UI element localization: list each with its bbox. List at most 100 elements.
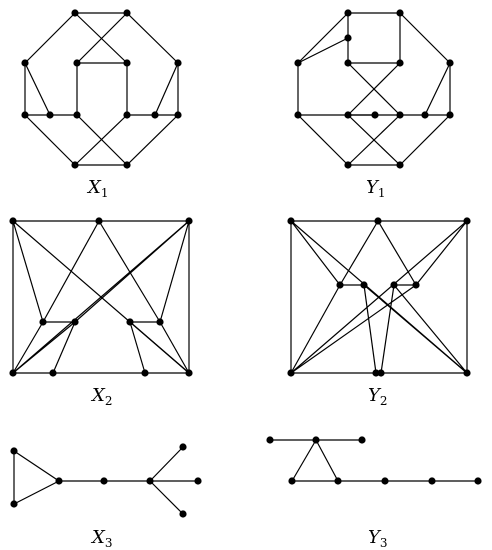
vertex-y2-6 [360,281,368,289]
vertex-x1-6 [21,111,29,119]
vertex-y2-5 [336,281,344,289]
vertex-x1-10 [73,111,81,119]
vertex-y2-8 [412,281,420,289]
edge-x1-14 [74,114,128,166]
vertex-x1-5 [71,161,79,169]
edge-y2-17 [393,284,468,374]
edge-x1-12 [76,12,128,64]
edge-x2-14 [129,321,146,374]
label-y3: Y3 [368,527,388,550]
edge-y3-3 [315,439,339,482]
edge-x3-2 [13,480,60,505]
vertex-y1-11 [344,111,352,119]
edge-y2-13 [380,284,395,374]
vertex-y3-5 [381,477,389,485]
vertex-x1-2 [174,59,182,67]
vertex-x2-8 [156,318,164,326]
vertex-y1-4 [396,161,404,169]
vertex-x3-6 [194,477,202,485]
edge-x1-15 [24,62,51,116]
edge-x1-11 [74,12,128,64]
vertex-x1-0 [71,9,79,17]
vertex-y3-1 [312,436,320,444]
edge-y1-5 [297,12,349,64]
edge-y2-12 [363,284,377,374]
vertex-y1-2 [446,59,454,67]
vertex-y2-9 [372,369,380,377]
graph-y1 [294,9,454,169]
vertex-y3-4 [334,477,342,485]
edge-y2-4 [339,220,379,286]
label-y2: Y2 [368,385,388,408]
vertex-y1-1 [396,9,404,17]
vertex-x3-5 [179,443,187,451]
edge-y2-16 [290,284,417,374]
edge-x2-6 [12,220,44,323]
vertex-x1-1 [123,9,131,17]
vertex-x3-1 [10,500,18,508]
edge-y2-15 [363,284,468,374]
edge-y3-2 [291,439,317,482]
vertex-x1-12 [46,111,54,119]
vertex-y2-4 [374,217,382,225]
vertex-x1-7 [21,59,29,67]
edge-y1-12 [399,12,451,64]
vertex-x2-6 [71,318,79,326]
graph-x1 [21,9,182,169]
label-x2: X2 [90,385,112,408]
vertex-x3-2 [55,477,63,485]
edge-x2-10 [159,220,190,323]
edge-y1-14 [347,62,401,116]
vertex-x2-7 [126,318,134,326]
edge-x2-7 [42,220,100,323]
vertex-x3-3 [100,477,108,485]
vertex-x3-4 [146,477,154,485]
vertex-y1-0 [344,9,352,17]
vertex-y2-1 [463,217,471,225]
edge-y2-7 [415,220,468,286]
vertex-y2-2 [287,369,295,377]
edge-x2-13 [52,321,76,374]
vertex-y1-13 [371,111,379,119]
label-y1: Y1 [366,177,386,200]
graph-y2 [287,217,471,377]
vertex-y3-2 [358,436,366,444]
edge-y2-5 [377,220,417,286]
edge-x3-5 [149,446,184,482]
edge-y1-8 [297,114,349,166]
edge-y1-10 [399,114,451,166]
vertex-x1-3 [174,111,182,119]
vertex-y2-7 [390,281,398,289]
edge-y2-6 [290,220,341,286]
vertex-x1-4 [123,161,131,169]
edge-x2-9 [74,220,190,323]
vertex-x1-13 [151,111,159,119]
vertex-y1-10 [396,59,404,67]
edge-x1-1 [126,12,179,64]
vertex-y2-10 [377,369,385,377]
vertex-y3-0 [266,436,274,444]
vertex-x2-1 [185,217,193,225]
vertex-y1-5 [344,161,352,169]
label-x1: X1 [86,177,108,200]
edge-x1-17 [154,62,179,116]
vertex-y1-3 [446,111,454,119]
vertex-x2-9 [49,369,57,377]
edge-x3-1 [13,450,60,482]
vertex-y1-14 [421,111,429,119]
edge-x1-5 [24,114,76,166]
edge-x1-7 [24,12,76,64]
vertex-y3-7 [474,477,482,485]
edge-y1-6 [297,37,349,64]
edge-y1-20 [424,62,451,116]
edge-y1-16 [347,114,401,166]
vertex-x2-0 [9,217,17,225]
vertex-x2-10 [141,369,149,377]
edge-x2-15 [12,321,44,374]
vertex-x2-4 [95,217,103,225]
edge-x1-13 [76,114,128,166]
edge-x2-17 [129,321,190,374]
edge-x2-16 [12,321,76,374]
vertex-x2-2 [9,369,17,377]
